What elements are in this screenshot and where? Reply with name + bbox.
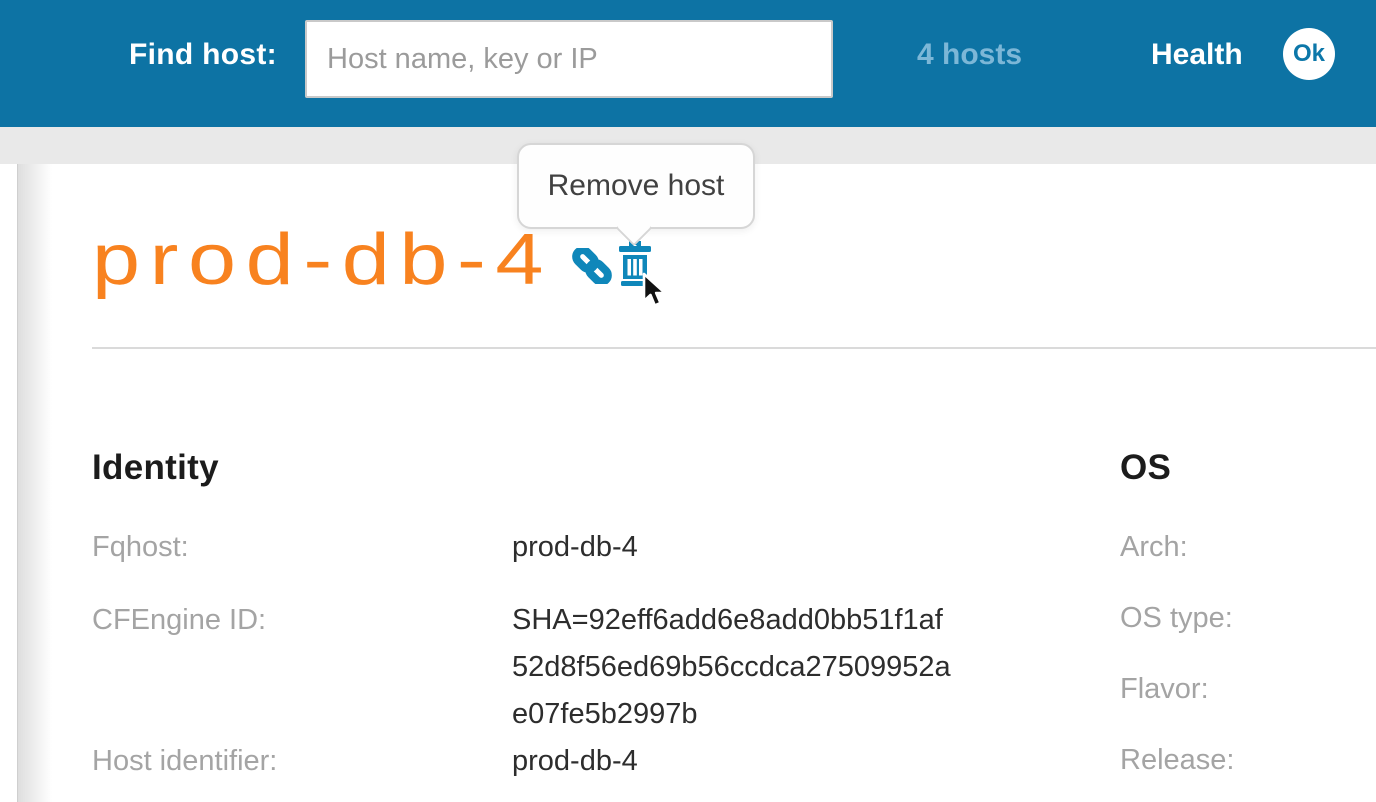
hosts-count-link[interactable]: 4 hosts <box>917 38 1023 71</box>
cursor-icon <box>642 272 667 307</box>
host-name-heading: prod-db-4 <box>92 220 554 300</box>
identity-title: Identity <box>92 448 219 487</box>
section-divider <box>92 347 1376 349</box>
identity-section: Identity Fqhost: prod-db-4 CFEngine ID: … <box>92 447 1032 785</box>
os-title: OS <box>1120 448 1172 487</box>
os-type-label: OS type: <box>1120 602 1233 634</box>
content-left-shadow <box>18 164 52 802</box>
release-label: Release: <box>1120 744 1235 776</box>
cfengine-id-row: CFEngine ID: SHA=92eff6add6e8add0bb51f1a… <box>92 597 1032 738</box>
top-header: Find host: 4 hosts Health Ok <box>0 0 1376 127</box>
health-label: Health <box>1151 38 1243 71</box>
link-icon <box>572 246 612 286</box>
remove-host-tooltip: Remove host <box>517 143 755 229</box>
os-section: OS Arch: OS type: Flavor: Release: <box>1120 447 1370 802</box>
health-ok-badge[interactable]: Ok <box>1283 28 1335 80</box>
host-identifier-row: Host identifier: prod-db-4 <box>92 738 1032 785</box>
flavor-row: Flavor: <box>1120 666 1370 713</box>
fqhost-row: Fqhost: prod-db-4 <box>92 524 1032 571</box>
fqhost-label: Fqhost: <box>92 531 189 563</box>
host-identifier-label: Host identifier: <box>92 745 278 777</box>
arch-label: Arch: <box>1120 531 1188 563</box>
find-host-label: Find host: <box>129 38 277 71</box>
copy-host-link-button[interactable] <box>572 246 612 286</box>
content-left-edge <box>17 164 18 802</box>
cfengine-id-value: SHA=92eff6add6e8add0bb51f1af52d8f56ed69b… <box>512 604 951 730</box>
os-type-row: OS type: <box>1120 595 1370 642</box>
search-input[interactable] <box>305 20 833 98</box>
release-row: Release: <box>1120 737 1370 784</box>
cfengine-id-label: CFEngine ID: <box>92 604 267 636</box>
flavor-label: Flavor: <box>1120 673 1209 705</box>
arch-row: Arch: <box>1120 524 1370 571</box>
host-identifier-value: prod-db-4 <box>512 745 638 777</box>
fqhost-value: prod-db-4 <box>512 531 638 563</box>
